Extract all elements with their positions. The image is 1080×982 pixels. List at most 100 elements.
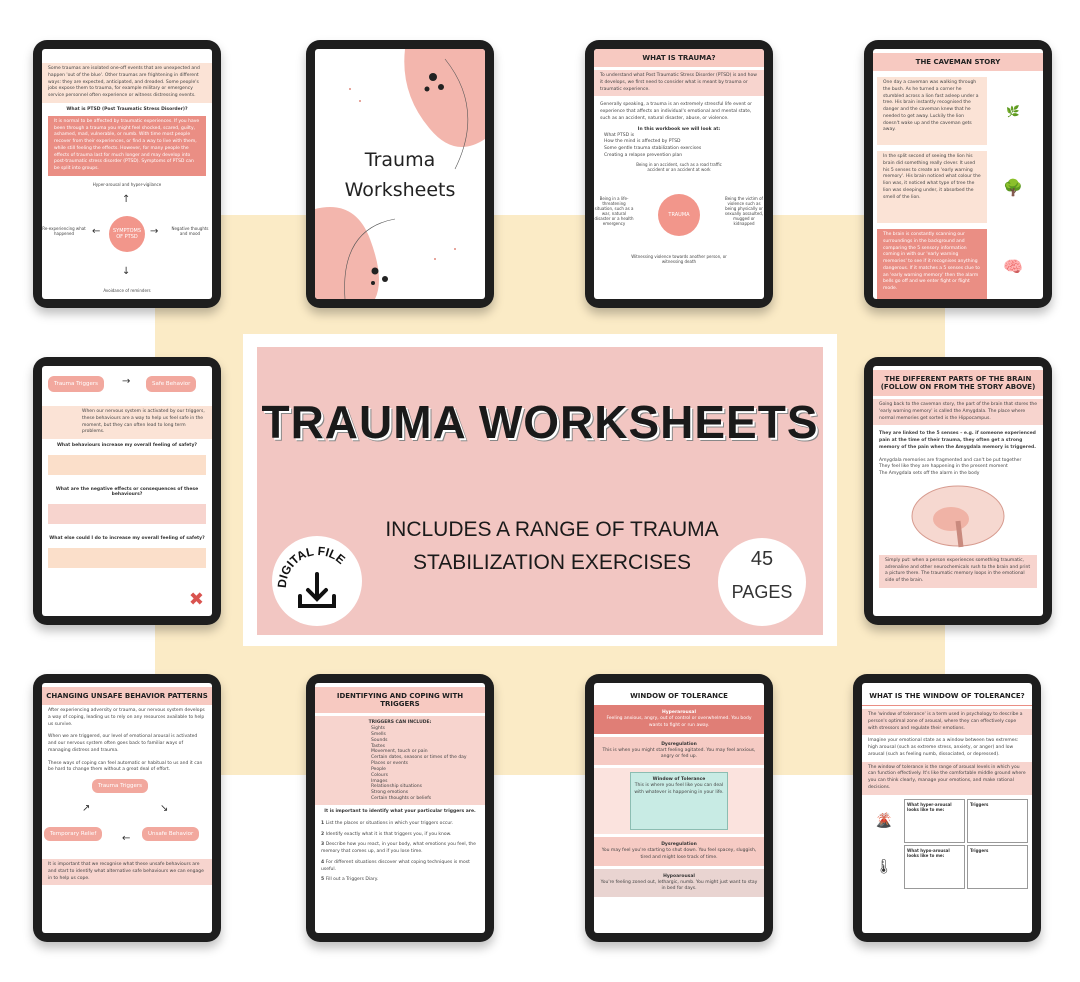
digital-file-badge-art: DIGITAL FILE: [275, 544, 348, 608]
dysregulation-band-1: Dysregulation This is when you might sta…: [594, 736, 764, 765]
arrow-up-right-icon: ↗: [82, 803, 91, 814]
tablet-triggers-safe[interactable]: Trauma Triggers → Safe Behavior When our…: [33, 357, 221, 625]
answer-box-3[interactable]: [48, 548, 206, 568]
trauma-left: Being in a life-threatening situation, s…: [594, 195, 634, 226]
pages-count: 45: [750, 548, 774, 570]
tablet-changing-behavior[interactable]: CHANGING UNSAFE BEHAVIOR PATTERNS After …: [33, 674, 221, 942]
brain-intro: Going back to the caveman story, the par…: [873, 399, 1043, 426]
thermometer-icon: 🌡: [875, 858, 893, 875]
trauma-list-title: In this workbook we will look at:: [637, 126, 721, 132]
arrow-down-right-icon: ↘: [160, 803, 169, 814]
changing-cycle: Trauma Triggers Temporary Relief Unsafe …: [42, 777, 212, 859]
arrow-up-icon: ↑: [122, 193, 131, 205]
page-changing-behavior: CHANGING UNSAFE BEHAVIOR PATTERNS After …: [42, 683, 212, 933]
tablet-what-is-window[interactable]: WHAT IS THE WINDOW OF TOLERANCE? The 'wi…: [853, 674, 1041, 942]
step-4: 4 For different situations discover what…: [321, 859, 470, 872]
page-window-of-tolerance: WINDOW OF TOLERANCE Hyperarousal Feeling…: [594, 683, 764, 933]
dysregulation-band-2: Dysregulation You may feel you're starti…: [594, 837, 764, 866]
answer-box-1[interactable]: [48, 455, 206, 475]
triggers-safe-q1: What behaviours increase my overall feel…: [56, 443, 198, 448]
page-identifying-triggers: IDENTIFYING AND COPING WITH TRIGGERS TRI…: [315, 683, 485, 933]
changing-outro: It is important that we recognise what t…: [42, 859, 212, 886]
dys2-desc: You may feel you're starting to shut dow…: [601, 848, 757, 860]
tablet-caveman[interactable]: THE CAVEMAN STORY One day a caveman was …: [864, 40, 1052, 308]
identifying-note: It is important to identify what your pa…: [324, 808, 476, 814]
trauma-list-item: Creating a relapse prevention plan: [604, 152, 683, 158]
tablet-what-is-trauma[interactable]: WHAT IS TRAUMA? To understand what Post …: [585, 40, 773, 308]
volcano-icon: 🌋: [875, 812, 893, 829]
window-box: Window of Tolerance This is where you fe…: [630, 772, 728, 830]
answer-box-2[interactable]: [48, 504, 206, 524]
trigger-item: Movement, touch or pain: [371, 749, 428, 755]
trauma-body: Generally speaking, a trauma is an extre…: [600, 102, 752, 121]
cell-hyper[interactable]: What hyper-arousal looks like to me:: [904, 798, 965, 843]
trigger-item: Tastes: [371, 743, 385, 749]
trauma-list-item: Some gentle trauma stabilization exercis…: [604, 146, 702, 151]
ptsd-bottom: Avoidance of reminders: [103, 287, 151, 293]
cell-triggers-2[interactable]: Triggers: [967, 844, 1028, 889]
cross-icon: ✖: [188, 589, 204, 610]
triggers-safe-intro: When our nervous system is activated by …: [42, 406, 212, 439]
cell-hypo[interactable]: What hypo-arousal looks like to me:: [904, 844, 965, 889]
step-1: 1 List the places or situations in which…: [321, 820, 454, 826]
hypoarousal-band: Hypoarousal You're feeling zoned out, le…: [594, 868, 764, 897]
window-title: WINDOW OF TOLERANCE: [594, 687, 764, 705]
trigger-item: Colours: [371, 772, 388, 778]
brain-icon: 🧠: [1003, 256, 1023, 276]
arrow-left-icon: ←: [122, 833, 131, 844]
changing-p2: When we are triggered, our level of emot…: [48, 734, 198, 753]
triggers-subtitle: TRIGGERS CAN INCLUDE:: [368, 720, 432, 725]
trigger-item: Images: [371, 778, 388, 784]
trigger-item: Sounds: [371, 737, 388, 743]
ptsd-left: Re-experiencing what happened: [42, 225, 86, 236]
tablet-window-of-tolerance[interactable]: WINDOW OF TOLERANCE Hyperarousal Feeling…: [585, 674, 773, 942]
dys1-desc: This is when you might start feeling agi…: [602, 747, 756, 760]
digital-file-badge: DIGITAL FILE: [272, 536, 362, 626]
download-icon: [298, 572, 336, 608]
tablet-brain[interactable]: THE DIFFERENT PARTS OF THE BRAIN (FOLLOW…: [864, 357, 1052, 625]
page-cover: Trauma Worksheets: [315, 49, 485, 299]
arrow-right-icon: →: [150, 225, 159, 237]
cell-triggers-1[interactable]: Triggers: [967, 798, 1028, 843]
trigger-item: Relationship situations: [371, 784, 422, 790]
changing-intro: After experiencing adversity or trauma, …: [48, 708, 205, 727]
caveman-row-3: The brain is constantly scanning our sur…: [877, 229, 1039, 299]
cover-decoration: [315, 49, 485, 299]
page-caveman: THE CAVEMAN STORY One day a caveman was …: [873, 49, 1043, 299]
tablet-identifying-triggers[interactable]: IDENTIFYING AND COPING WITH TRIGGERS TRI…: [306, 674, 494, 942]
trigger-item: Strong emotions: [371, 790, 409, 796]
brain-title: THE DIFFERENT PARTS OF THE BRAIN (FOLLOW…: [873, 370, 1043, 396]
window-label: Window of Tolerance: [652, 777, 706, 782]
step-3: 3 Describe how you react, in your body, …: [321, 842, 476, 855]
hyperarousal-band: Hyperarousal Feeling anxious, angry, out…: [594, 705, 764, 734]
changing-p3: These ways of coping can feel automatic …: [48, 760, 203, 773]
dys1-label: Dysregulation: [661, 741, 697, 747]
identifying-title: IDENTIFYING AND COPING WITH TRIGGERS: [315, 687, 485, 713]
page-what-is-trauma: WHAT IS TRAUMA? To understand what Post …: [594, 49, 764, 299]
window-band: Window of Tolerance This is where you fe…: [594, 768, 764, 834]
tree-icon: 🌳: [1003, 177, 1023, 197]
what-window-p2: Imagine your emotional state as a window…: [868, 738, 1019, 757]
trigger-item: People: [371, 766, 386, 772]
pill-trauma-triggers: Trauma Triggers: [48, 376, 104, 392]
ptsd-right: Negative thoughts and mood: [171, 225, 209, 236]
trauma-right: Being the victim of violence such as bei…: [724, 195, 764, 226]
arrow-down-icon: ↓: [122, 265, 131, 277]
caveman-title: THE CAVEMAN STORY: [873, 53, 1043, 71]
identifying-steps: 1 List the places or situations in which…: [315, 818, 485, 887]
page-brain: THE DIFFERENT PARTS OF THE BRAIN (FOLLOW…: [873, 366, 1043, 616]
triggers-panel: TRIGGERS CAN INCLUDE: Sights Smells Soun…: [315, 716, 485, 805]
what-window-p3: The window of tolerance is the range of …: [862, 761, 1032, 795]
arrow-right-icon: →: [122, 376, 131, 387]
brain-bullet: They feel like they are happening in the…: [879, 464, 1008, 470]
triggers-safe-header: Trauma Triggers → Safe Behavior: [42, 366, 212, 400]
trauma-bottom: Witnessing violence towards another pers…: [631, 253, 727, 264]
trauma-center: TRAUMA: [658, 193, 700, 236]
tablet-cover[interactable]: Trauma Worksheets: [306, 40, 494, 308]
triggers-list: Sights Smells Sounds Tastes Movement, to…: [321, 726, 479, 802]
caveman-p3: The brain is constantly scanning our sur…: [877, 229, 987, 299]
tablet-ptsd[interactable]: Some traumas are isolated one-off events…: [33, 40, 221, 308]
brain-bullets: Amygdala memories are fragmented and can…: [873, 455, 1043, 481]
page-what-is-window: WHAT IS THE WINDOW OF TOLERANCE? The 'wi…: [862, 683, 1032, 933]
cover-title-2: Worksheets: [344, 179, 456, 201]
